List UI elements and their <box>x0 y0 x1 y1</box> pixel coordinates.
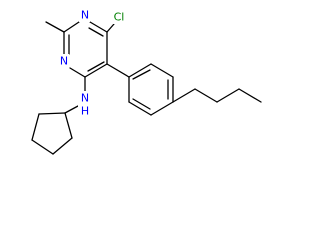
bond-c2p-c3p <box>52 137 73 155</box>
bond-ph2-ph3 <box>150 63 174 78</box>
bond-c5-phenyl <box>106 63 130 78</box>
atom-label-cl: Cl <box>110 10 127 24</box>
bond-n3-c4 <box>69 67 86 78</box>
molecule-structure: N N Cl N H <box>31 8 262 155</box>
bond-c5p-c1p <box>38 112 66 115</box>
bond-c4p-c5p <box>31 113 40 141</box>
bond-ph4-bu1 <box>172 88 196 103</box>
cyclopentylamine-group <box>31 76 86 155</box>
bond-c6-n1-double <box>88 27 104 37</box>
bond-ph5-ph6-double <box>132 98 151 110</box>
nitrogen-n3-label: N <box>60 55 68 68</box>
bond-c4-c5 <box>84 63 108 78</box>
chlorine-label: Cl <box>114 11 125 24</box>
bond-c6-n1 <box>89 21 108 33</box>
bond-bu3-bu4 <box>238 88 262 103</box>
bond-ph1-ph2-double <box>132 69 151 80</box>
atom-label-n1: N <box>79 8 90 22</box>
amine-hydrogen-label: H <box>81 105 89 118</box>
bond-c3p-c4p <box>31 139 54 155</box>
amine-nitrogen-label: N <box>81 92 89 105</box>
phenyl-ring <box>106 63 174 116</box>
bond-bu1-bu2 <box>194 88 218 103</box>
bond-ph5-ph6 <box>128 101 152 116</box>
bond-n1-c2 <box>63 21 80 33</box>
bond-ph1-ph2 <box>128 63 152 78</box>
nitrogen-n1-label: N <box>81 9 89 22</box>
pyrimidine-ring <box>45 21 108 78</box>
atom-label-n3: N <box>58 54 69 68</box>
bond-ph4-ph5 <box>150 101 174 116</box>
atom-label-nh: N H <box>78 91 92 118</box>
bond-bu2-bu3 <box>216 88 240 103</box>
bond-c1p-c2p <box>64 112 73 139</box>
bond-c4-c5-double <box>87 61 105 72</box>
bond-c2-methyl <box>45 21 65 33</box>
butyl-chain <box>172 88 262 103</box>
bond-c6-cl <box>106 23 115 33</box>
bond-nh-c1p <box>64 105 79 114</box>
